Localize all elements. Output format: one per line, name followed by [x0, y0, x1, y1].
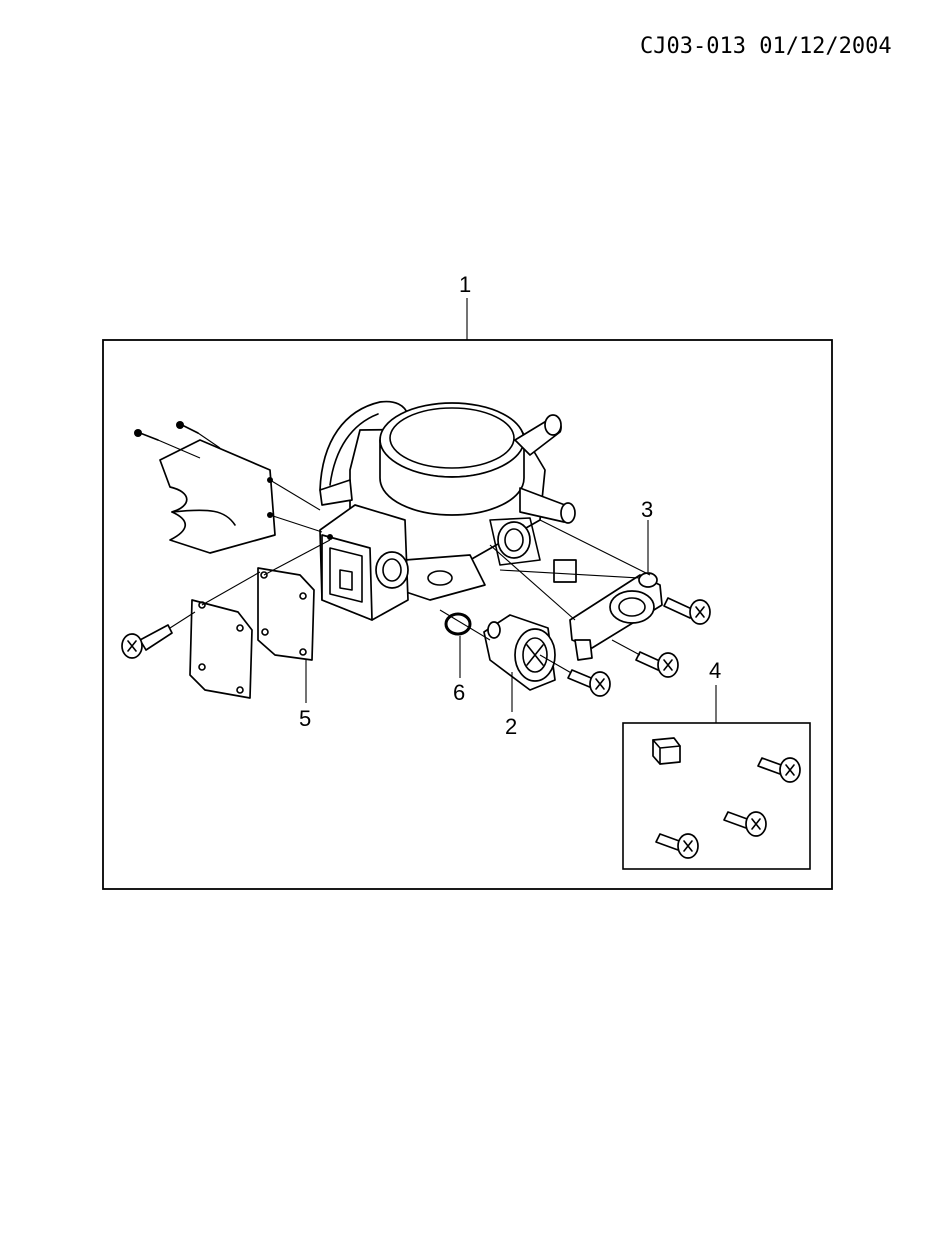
bolt-tps-lower [611, 639, 679, 678]
callout-1: 1 [459, 272, 471, 297]
kit-screw-1 [757, 757, 801, 783]
small-screw-2 [176, 421, 221, 449]
bolt-tps-upper [663, 597, 711, 625]
kit-box [622, 722, 811, 870]
callout-6: 6 [453, 680, 465, 705]
tps-housing [319, 504, 409, 621]
kit-screw-3 [655, 833, 699, 859]
bolt-left [121, 611, 196, 659]
callout-5: 5 [299, 706, 311, 731]
cover-plate [189, 571, 261, 699]
callout-3: 3 [641, 497, 653, 522]
tps-sensor [489, 519, 663, 661]
kit-block [652, 737, 681, 765]
idle-air-control-valve [483, 614, 581, 691]
callout-2: 2 [505, 714, 517, 739]
callout-4: 4 [709, 658, 721, 683]
gasket [257, 539, 331, 661]
kit-screw-2 [723, 811, 767, 837]
small-screw-1 [134, 429, 201, 459]
bolt-iac [567, 669, 611, 697]
o-ring [439, 609, 491, 641]
bracket-plate [159, 439, 323, 554]
throttle-body [319, 400, 576, 601]
document-code: CJ03-013 01/12/2004 [640, 34, 892, 59]
